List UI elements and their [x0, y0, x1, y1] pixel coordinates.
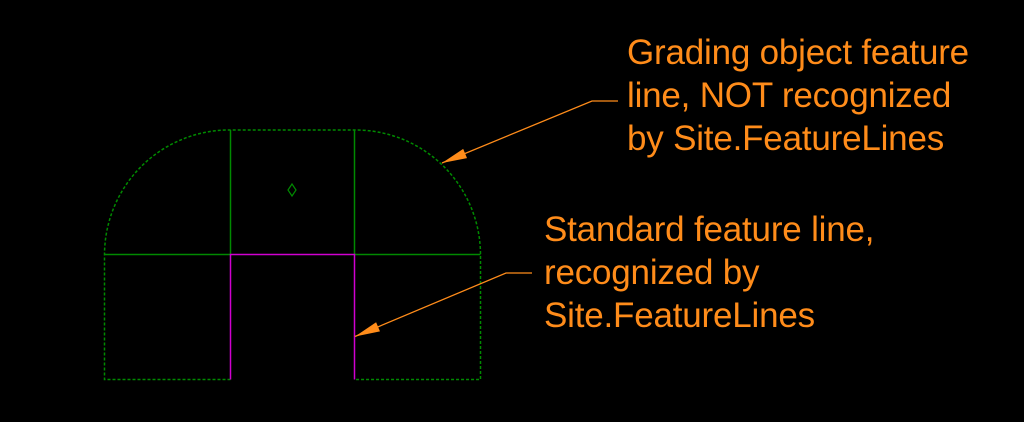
grading-internal-lines: [104, 130, 481, 256]
arrowhead-icon: [442, 148, 468, 163]
annotation-line: line, NOT recognized: [627, 76, 952, 115]
annotation-standard-feature-line: Standard feature line, recognized by Sit…: [544, 208, 874, 337]
annotation-grading-object: Grading object feature line, NOT recogni…: [627, 31, 969, 160]
arrowhead-icon: [355, 322, 380, 337]
annotation-line: Standard feature line,: [544, 210, 875, 249]
grading-object-feature-line[interactable]: [103, 129, 482, 381]
leader-arrow-grading: [441, 100, 618, 164]
grading-marker-diamond-icon: [287, 182, 297, 198]
leader-arrow-standard: [354, 272, 532, 338]
standard-feature-line[interactable]: [229, 253, 356, 380]
annotation-line: Grading object feature: [627, 33, 969, 72]
annotation-line: Site.FeatureLines: [544, 296, 815, 335]
annotation-line: by Site.FeatureLines: [627, 119, 945, 158]
annotation-line: recognized by: [544, 253, 760, 292]
